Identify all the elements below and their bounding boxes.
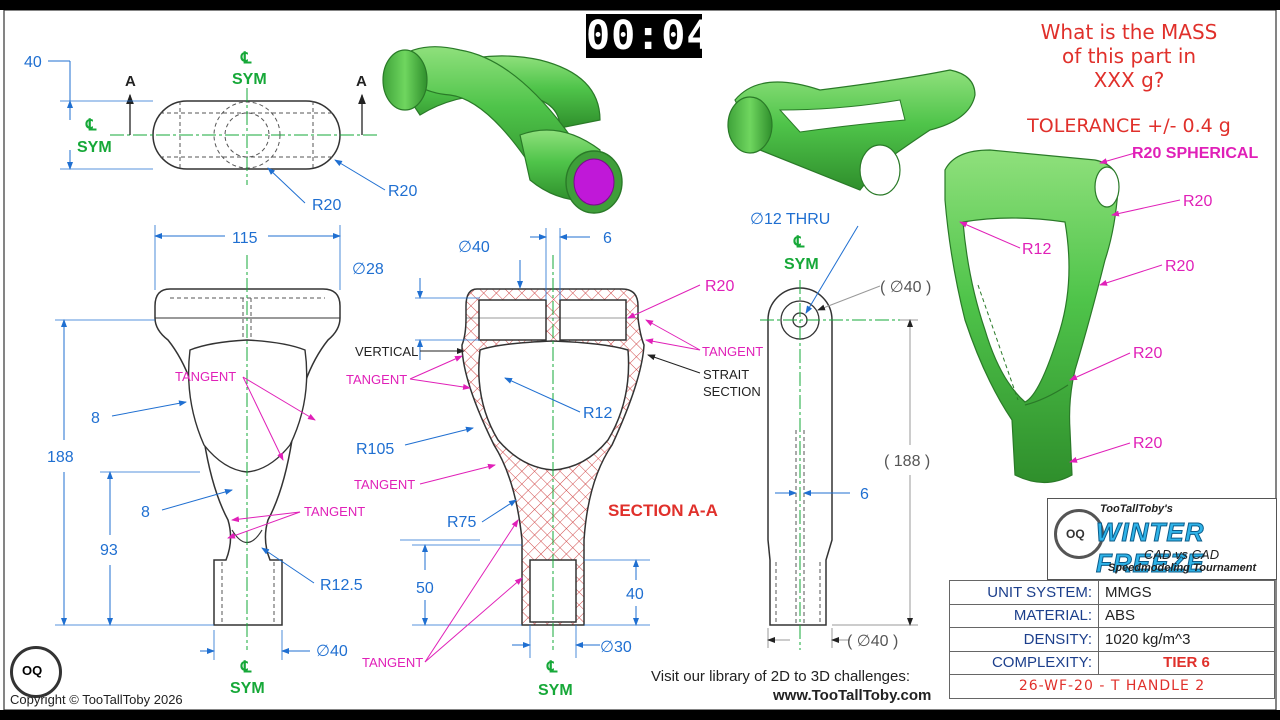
mass-question-line1: What is the MASS bbox=[1040, 20, 1218, 44]
annotation-labels: 40 A A ℄ SYM ℄ SYM R20 R20 115 188 93 8 … bbox=[24, 50, 1258, 699]
title-block-row: DENSITY: 1020 kg/m^3 bbox=[949, 627, 1275, 652]
dim-50: 50 bbox=[416, 580, 434, 597]
dim-dia-40-top: ∅40 bbox=[458, 239, 490, 256]
title-block-label: UNIT SYSTEM: bbox=[949, 580, 1099, 605]
mass-question-line3: XXX g? bbox=[1093, 68, 1165, 92]
title-block-row: COMPLEXITY: TIER 6 bbox=[949, 650, 1275, 675]
copyright: Copyright © TooTallToby 2026 bbox=[10, 692, 183, 707]
centerline-sym-label: SYM bbox=[784, 256, 819, 273]
logo-line2: WINTER FREEZE bbox=[1096, 517, 1205, 579]
front-view bbox=[55, 225, 341, 660]
ref-dim-188: ( 188 ) bbox=[884, 453, 930, 470]
tangent-label: TANGENT bbox=[304, 504, 365, 519]
dim-dia-30: ∅30 bbox=[600, 639, 632, 656]
title-block-value: 1020 kg/m^3 bbox=[1098, 627, 1275, 652]
dim-40-section: 40 bbox=[626, 586, 644, 603]
centerline-symbol: ℄ bbox=[85, 117, 97, 134]
dim-r12-section: R12 bbox=[583, 405, 612, 422]
title-block-label: DENSITY: bbox=[949, 627, 1099, 652]
dim-40-top: 40 bbox=[24, 54, 42, 71]
tangent-label: TANGENT bbox=[362, 655, 423, 670]
model-view-tube bbox=[382, 46, 623, 214]
dim-8-upper: 8 bbox=[91, 410, 100, 427]
centerline-sym-label: SYM bbox=[232, 71, 267, 88]
tournament-logo: OQ TooTallToby's WINTER FREEZE CAD vs CA… bbox=[1047, 498, 1277, 580]
tangent-label: TANGENT bbox=[354, 477, 415, 492]
dim-8-lower: 8 bbox=[141, 504, 150, 521]
dim-r20-iso: R20 bbox=[1165, 258, 1194, 275]
centerline-symbol: ℄ bbox=[240, 50, 252, 67]
bottom-letterbox bbox=[0, 710, 1280, 720]
strait-section-label: SECTION bbox=[703, 384, 761, 399]
dim-188: 188 bbox=[47, 449, 74, 466]
centerline-sym-label: SYM bbox=[230, 680, 265, 697]
title-block-value: MMGS bbox=[1098, 580, 1275, 605]
dim-r20-left: R20 bbox=[312, 197, 341, 214]
dim-93: 93 bbox=[100, 542, 118, 559]
top-letterbox bbox=[0, 0, 1280, 10]
dim-6-side: 6 bbox=[860, 486, 869, 503]
title-block-value: TIER 6 bbox=[1098, 650, 1275, 675]
dim-r75: R75 bbox=[447, 514, 476, 531]
centerline-sym-label: SYM bbox=[77, 139, 112, 156]
title-block-label: COMPLEXITY: bbox=[949, 650, 1099, 675]
dim-dia-28: ∅28 bbox=[352, 261, 384, 278]
dim-115: 115 bbox=[232, 230, 258, 247]
dim-r20-iso: R20 bbox=[1133, 435, 1162, 452]
title-block-label: MATERIAL: bbox=[949, 603, 1099, 628]
dim-r20-section: R20 bbox=[705, 278, 734, 295]
dim-r12-iso: R12 bbox=[1022, 241, 1051, 258]
model-view-handle-iso bbox=[727, 69, 976, 196]
dim-dia-12-thru: ∅12 THRU bbox=[750, 211, 830, 228]
logo-line3: CAD vs CAD bbox=[1144, 547, 1220, 562]
section-view bbox=[400, 228, 701, 663]
dim-6-top: 6 bbox=[603, 230, 612, 247]
tangent-label: TANGENT bbox=[702, 344, 763, 359]
title-block: UNIT SYSTEM: MMGS MATERIAL: ABS DENSITY:… bbox=[949, 580, 1275, 699]
title-block-row: 26-WF-20 - T HANDLE 2 bbox=[949, 674, 1275, 699]
mass-question-line2: of this part in bbox=[1061, 44, 1197, 68]
strait-section-label: STRAIT bbox=[703, 367, 749, 382]
countdown-timer: 00:04 bbox=[586, 13, 712, 59]
library-link[interactable]: www.TooTallToby.com bbox=[773, 687, 932, 704]
side-view bbox=[760, 225, 918, 650]
dim-r20-iso: R20 bbox=[1133, 345, 1162, 362]
toby-logo-icon: OQ bbox=[1054, 509, 1104, 559]
library-text: Visit our library of 2D to 3D challenges… bbox=[651, 668, 911, 685]
section-arrow-label-left: A bbox=[125, 73, 136, 90]
dim-r20-spherical: R20 SPHERICAL bbox=[1132, 145, 1258, 162]
toby-logo-icon: OQ bbox=[10, 646, 62, 698]
title-block-value: ABS bbox=[1098, 603, 1275, 628]
ref-dim-dia-40-top: ( ∅40 ) bbox=[880, 279, 931, 296]
logo-line1: TooTallToby's bbox=[1100, 503, 1173, 515]
top-view bbox=[48, 60, 386, 204]
centerline-symbol: ℄ bbox=[793, 234, 805, 251]
model-view-handle-front bbox=[944, 149, 1181, 484]
dim-r20-right: R20 bbox=[388, 183, 417, 200]
dim-r105: R105 bbox=[356, 441, 394, 458]
vertical-label: VERTICAL bbox=[355, 344, 418, 359]
dim-dia-40-bottom: ∅40 bbox=[316, 643, 348, 660]
tolerance-label: TOLERANCE +/- 0.4 g bbox=[1027, 115, 1231, 137]
tangent-label: TANGENT bbox=[346, 372, 407, 387]
dim-r12-5: R12.5 bbox=[320, 577, 363, 594]
title-block-row: UNIT SYSTEM: MMGS bbox=[949, 580, 1275, 605]
section-arrow-label-right: A bbox=[356, 73, 367, 90]
dim-r20-iso: R20 bbox=[1183, 193, 1212, 210]
centerline-symbol: ℄ bbox=[240, 659, 252, 676]
section-a-a-label: SECTION A-A bbox=[608, 501, 718, 520]
ref-dim-dia-40-bottom: ( ∅40 ) bbox=[847, 633, 898, 650]
logo-line4: Speedmodeling Tournament bbox=[1108, 562, 1257, 574]
title-block-row: MATERIAL: ABS bbox=[949, 603, 1275, 628]
tangent-label: TANGENT bbox=[175, 369, 236, 384]
centerline-symbol: ℄ bbox=[546, 659, 558, 676]
part-name: 26-WF-20 - T HANDLE 2 bbox=[949, 674, 1275, 699]
centerline-sym-label: SYM bbox=[538, 682, 573, 699]
